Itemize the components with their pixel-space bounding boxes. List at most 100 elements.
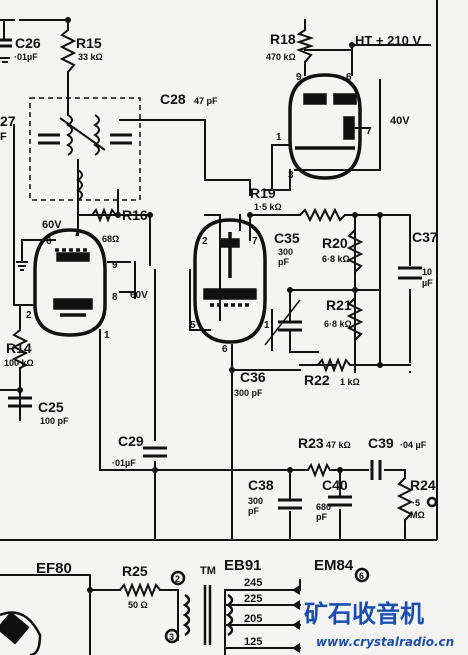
label-c29-val: ·01µF [112, 458, 136, 468]
label-eb91: EB91 [224, 557, 262, 574]
label-n3: 3 [169, 632, 174, 642]
watermark-title: 矿石收音机 [304, 600, 424, 628]
label-pin6c: 6 [222, 344, 228, 355]
label-c25: C25 [38, 399, 64, 415]
label-c26: C26 [15, 35, 41, 51]
watermark: 矿石收音机 www.crystalradio.cn [304, 600, 454, 649]
label-c26-val: ·01µF [14, 52, 38, 62]
label-r22-val: 1 kΩ [340, 377, 360, 387]
label-pin9a: 9 [296, 72, 302, 83]
label-pin1c: 1 [264, 320, 270, 331]
label-pin9b: 9 [112, 260, 118, 271]
tube-v1 [33, 228, 107, 337]
label-c28: C28 [160, 91, 186, 107]
label-c40-val1: 680 [316, 502, 331, 512]
label-r22: R22 [304, 372, 330, 388]
r25-resistor [119, 582, 161, 598]
label-c39-val: ·04 µF [400, 440, 427, 450]
label-c35-val1: 300 [278, 247, 293, 257]
component-labels: C26 ·01µF R15 33 kΩ 27 F C28 47 pF R18 4… [0, 31, 438, 648]
r18-resistor [295, 29, 315, 63]
label-r24-val1: ·5 [412, 498, 420, 508]
label-pin1b: 1 [104, 330, 110, 341]
resistors [11, 29, 414, 598]
label-r25-val: 50 Ω [128, 600, 148, 610]
r24-resistor [396, 477, 414, 521]
watermark-url: www.crystalradio.cn [316, 635, 454, 649]
label-pin2c: 2 [202, 236, 208, 247]
label-c29: C29 [118, 433, 144, 449]
r20-resistor [346, 229, 364, 273]
r22-resistor [317, 357, 355, 373]
label-c40: C40 [322, 477, 348, 493]
label-v40: 40V [390, 115, 410, 127]
label-v60a: 60V [42, 219, 62, 231]
junction-dots [17, 17, 383, 593]
r23-resistor [307, 462, 331, 478]
arrowheads [292, 585, 300, 653]
label-c27-val: F [0, 131, 7, 143]
label-t225: 225 [244, 593, 262, 605]
label-r16-val: 68Ω [102, 234, 119, 244]
label-r24-val2: MΩ [410, 510, 425, 520]
page-border [0, 0, 438, 541]
label-c36: C36 [240, 369, 266, 385]
label-c37: C37 [412, 229, 438, 245]
label-em84: EM84 [314, 557, 354, 574]
label-c37-val1: 10 [422, 267, 432, 277]
label-t245: 245 [244, 577, 262, 589]
r15-resistor [59, 29, 77, 73]
label-r18-val: 470 kΩ [266, 52, 296, 62]
label-r21: R21 [326, 297, 352, 313]
tube-v2 [193, 218, 267, 344]
ground-symbols [0, 57, 28, 271]
label-ef80: EF80 [36, 560, 72, 577]
label-n6: 6 [359, 571, 364, 581]
label-pin5c: 5 [190, 320, 196, 331]
label-r14: R14 [6, 340, 32, 356]
label-c38: C38 [248, 477, 274, 493]
tube-v3 [288, 73, 362, 180]
label-r19: R19 [250, 185, 276, 201]
label-t125: 125 [244, 636, 262, 648]
label-r25: R25 [122, 563, 148, 579]
label-pin3a: 3 [288, 170, 294, 181]
if-transformer-can [29, 97, 141, 201]
label-r24: R24 [410, 477, 436, 493]
label-c38-val2: pF [248, 506, 259, 516]
label-c35: C35 [274, 230, 300, 246]
label-ht: HT + 210 V [355, 33, 421, 48]
label-pin2b: 2 [26, 310, 32, 321]
label-pin1a: 1 [276, 132, 282, 143]
bottom-section [0, 496, 438, 655]
r21-resistor [346, 297, 364, 341]
label-c36-val: 300 pF [234, 388, 263, 398]
label-r15: R15 [76, 35, 102, 51]
label-pin6a: 6 [346, 72, 352, 83]
label-pin7a: 7 [366, 126, 372, 137]
r14-resistor [11, 329, 29, 369]
capacitors [0, 38, 422, 510]
label-c38-val1: 300 [248, 496, 263, 506]
label-v60b: 60V [130, 290, 148, 301]
label-pin8b: 8 [112, 292, 118, 303]
c36-trimmer-arrow [264, 299, 301, 346]
label-r16: R16 [122, 207, 148, 223]
label-r21-val: 6·8 kΩ [324, 319, 352, 329]
label-c25-val: 100 pF [40, 416, 69, 426]
r19-resistor [299, 207, 346, 223]
label-r20: R20 [322, 235, 348, 251]
label-c35-val2: pF [278, 257, 289, 267]
label-n2: 2 [175, 574, 180, 584]
label-c37-val2: µF [422, 278, 433, 288]
r16-resistor [91, 207, 117, 223]
label-r15-val: 33 kΩ [78, 52, 103, 62]
label-r23: R23 [298, 435, 324, 451]
label-tm: TM [200, 565, 216, 577]
label-r19-val: 1·5 kΩ [254, 202, 282, 212]
label-r14-val: 100 kΩ [4, 358, 34, 368]
label-t205: 205 [244, 613, 262, 625]
wires [0, 19, 431, 655]
